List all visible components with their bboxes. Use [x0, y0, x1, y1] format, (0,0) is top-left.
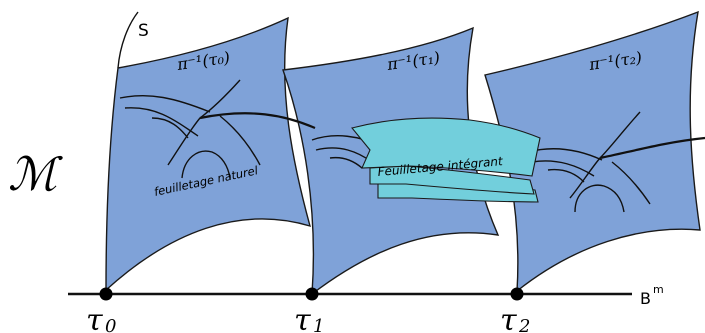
- base-point-tau1: [305, 287, 319, 301]
- transverse-path-a: [199, 112, 316, 130]
- fiber-sheet-2: [484, 10, 701, 293]
- manifold-label: ℳ: [8, 147, 63, 201]
- tau-subscript-2: 2: [518, 316, 530, 333]
- section-curve: [117, 11, 139, 69]
- tau-subscript-1: 1: [313, 316, 324, 333]
- base-point-tau0: [99, 287, 113, 301]
- base-superscript: m: [653, 283, 664, 296]
- integral-leaves: Feuilletage intégrant: [351, 117, 541, 203]
- section-label: S: [138, 21, 149, 41]
- transverse-path-b: [599, 136, 705, 160]
- tau-label-1: τ: [294, 303, 311, 333]
- base-point-tau2: [510, 287, 524, 301]
- fiber-sheet-0: [105, 16, 312, 292]
- tau-subscript-0: 0: [105, 316, 116, 333]
- base-label: B: [640, 289, 651, 308]
- tau-label-2: τ: [500, 303, 517, 333]
- tau-label-0: τ: [86, 303, 103, 333]
